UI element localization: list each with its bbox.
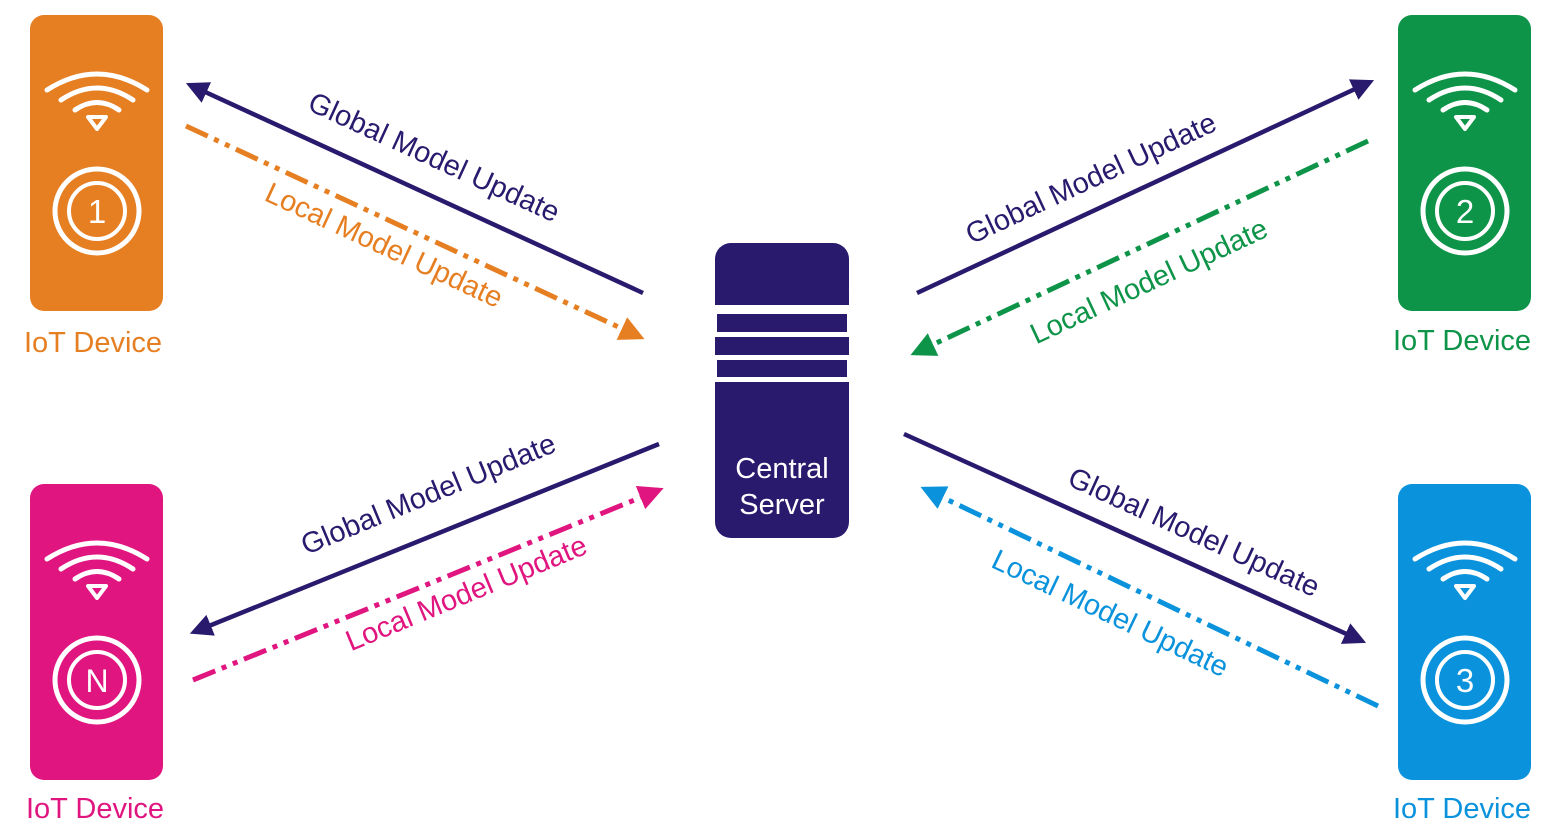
local-update-arrow-n xyxy=(192,485,664,683)
central-server: Central Server xyxy=(715,243,849,538)
local-update-label-1: Local Model Update xyxy=(260,177,507,315)
device-n-label: IoT Device xyxy=(26,793,164,825)
global-update-label-3: Global Model Update xyxy=(1063,462,1324,604)
device-3-body xyxy=(1398,484,1531,780)
iot-device-3: 3 IoT Device xyxy=(1393,484,1531,825)
iot-device-2: 2 IoT Device xyxy=(1393,15,1531,357)
device-2-label: IoT Device xyxy=(1393,325,1531,357)
global-update-arrow-3 xyxy=(903,431,1367,644)
device-3-badge: 3 xyxy=(1456,662,1474,699)
local-update-label-n: Local Model Update xyxy=(341,530,592,658)
device-n-badge-icon: N xyxy=(52,635,142,725)
device-2-badge-icon: 2 xyxy=(1420,166,1510,256)
device-3-badge-icon: 3 xyxy=(1420,635,1510,725)
link-device-2: Global Model Update Local Model Update xyxy=(910,79,1375,356)
device-n-badge: N xyxy=(85,663,108,699)
global-update-label-2: Global Model Update xyxy=(961,107,1221,251)
server-label-line2: Server xyxy=(739,489,825,521)
global-update-label-1: Global Model Update xyxy=(303,87,564,230)
server-label-line1: Central xyxy=(735,453,829,485)
local-update-arrow-3 xyxy=(920,486,1380,709)
local-update-arrow-2 xyxy=(910,138,1370,356)
iot-device-1: 1 IoT Device xyxy=(24,15,163,359)
device-1-badge: 1 xyxy=(88,193,106,230)
global-update-arrow-2 xyxy=(916,79,1375,296)
device-1-badge-icon: 1 xyxy=(52,166,142,256)
global-update-arrow-1 xyxy=(185,82,644,296)
iot-device-n: N IoT Device xyxy=(26,484,164,825)
device-1-label: IoT Device xyxy=(24,327,162,359)
link-device-3: Global Model Update Local Model Update xyxy=(903,431,1380,709)
link-device-n: Global Model Update Local Model Update xyxy=(189,428,664,683)
global-update-label-n: Global Model Update xyxy=(297,428,561,562)
link-device-1: Global Model Update Local Model Update xyxy=(184,82,645,340)
global-update-arrow-n xyxy=(189,441,660,636)
device-n-body xyxy=(30,484,163,780)
server-icon xyxy=(715,243,849,538)
device-2-badge: 2 xyxy=(1456,193,1474,230)
local-update-arrow-1 xyxy=(184,123,645,340)
device-1-body xyxy=(30,15,163,311)
device-2-body xyxy=(1398,15,1531,311)
device-3-label: IoT Device xyxy=(1393,793,1531,825)
